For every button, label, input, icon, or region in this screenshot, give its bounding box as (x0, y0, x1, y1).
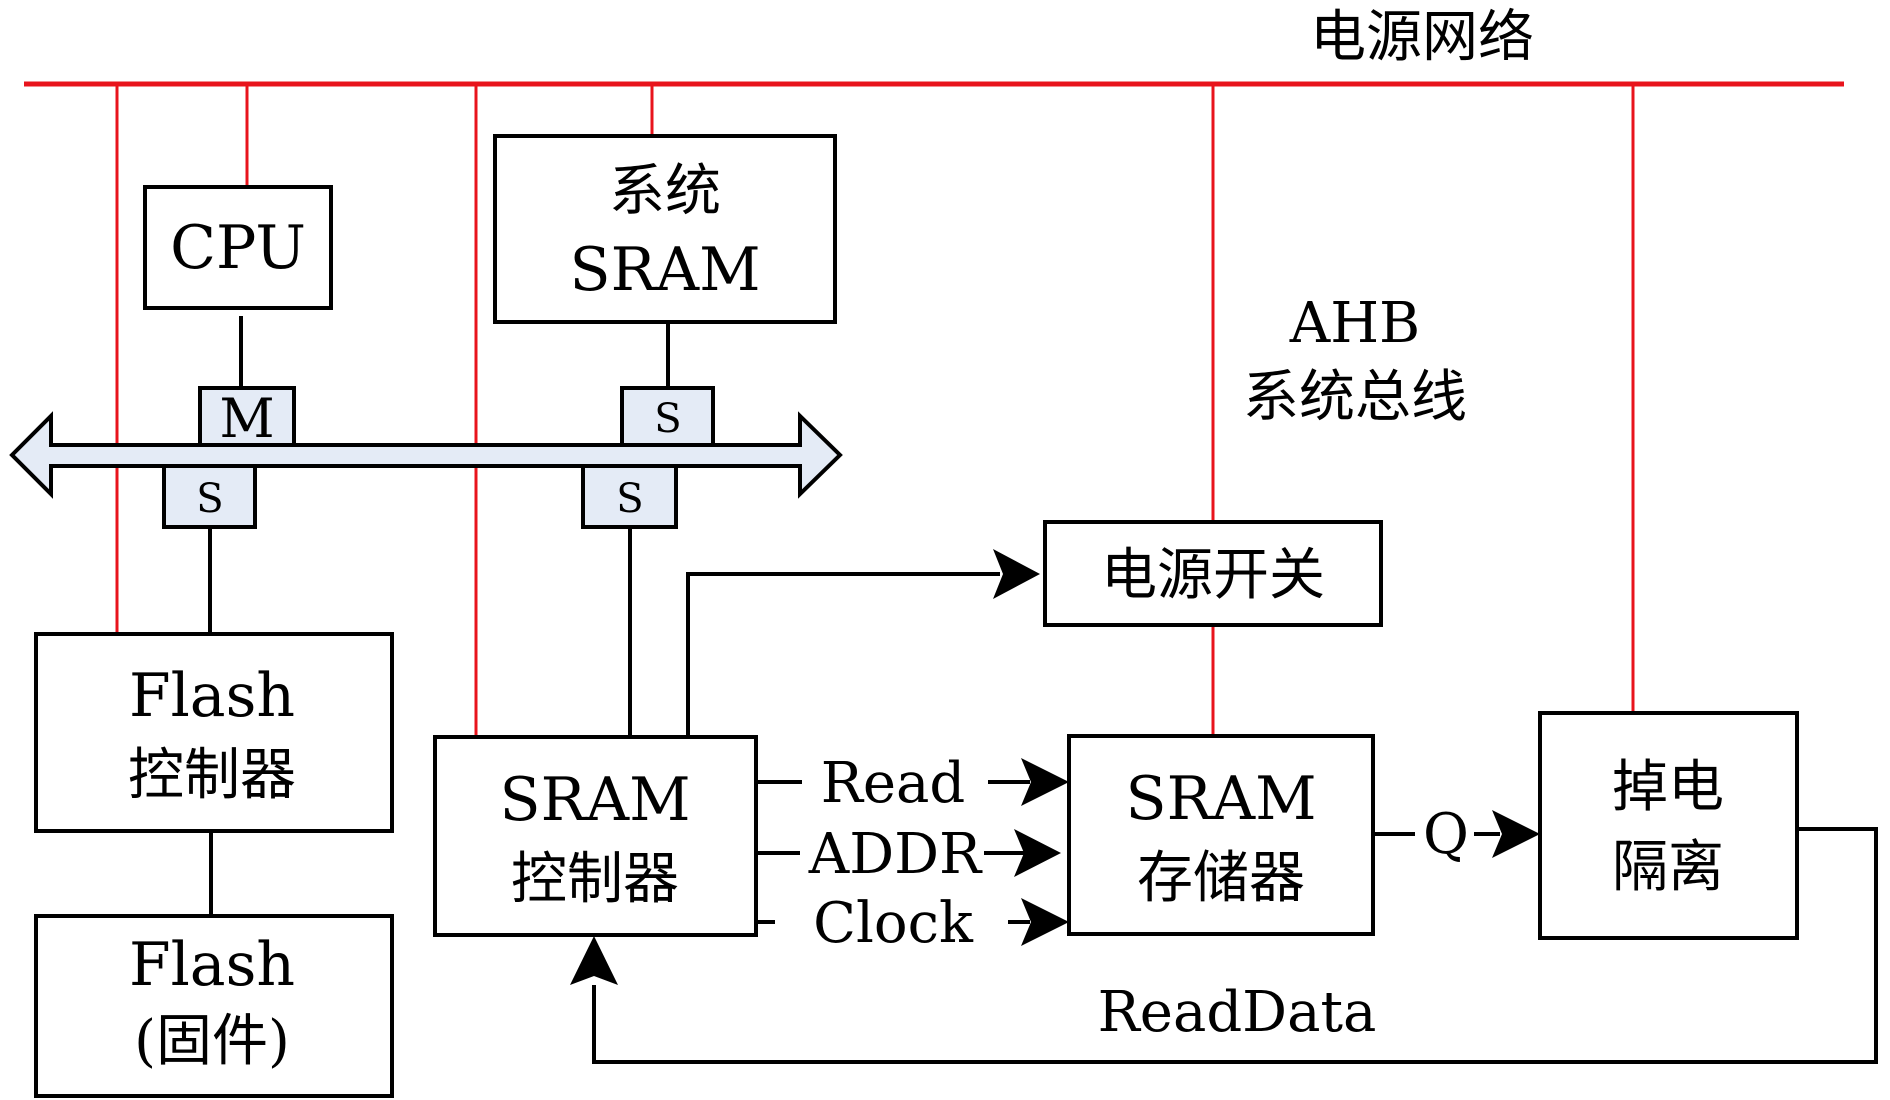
ahb-bus: AHB 系统总线 (9, 291, 1467, 499)
arrowhead-readdata (570, 936, 618, 985)
flash-firmware-label-line1: Flash (129, 930, 295, 1000)
bus-ports: M S S S (162, 386, 715, 529)
sram-memory-label-line1: SRAM (1125, 764, 1316, 834)
block-system-sram: 系统 SRAM (493, 134, 837, 324)
cpu-label: CPU (170, 213, 306, 283)
system-sram-label-line2: SRAM (569, 235, 760, 305)
flash-controller-label-line2: 控制器 (128, 743, 296, 808)
signal-readdata-label: ReadData (1098, 980, 1377, 1045)
block-flash-controller: Flash 控制器 (34, 632, 394, 833)
signal-addr: ADDR (758, 822, 1061, 887)
power-network-label: 电源网络 (1310, 5, 1534, 70)
block-power-down-isolation: 掉电 隔离 (1538, 711, 1799, 940)
sram-controller-label-line1: SRAM (499, 765, 690, 835)
arrowhead-read (1021, 758, 1069, 806)
power-network: 电源网络 (24, 5, 1844, 737)
isolation-label-line1: 掉电 (1612, 755, 1724, 820)
sram-controller-box (433, 735, 758, 937)
flash-firmware-label-line2: (固件) (134, 1009, 290, 1074)
signal-clock: Clock (758, 891, 1069, 956)
sram-controller-slave-port-label: S (616, 476, 643, 522)
arrowhead-clock (1021, 898, 1069, 946)
signal-q: Q (1373, 802, 1540, 867)
flash-controller-label-line1: Flash (129, 661, 295, 731)
sys-sram-slave-port (620, 386, 715, 447)
sram-controller-slave-port (581, 464, 678, 529)
flash-slave-port (162, 464, 257, 529)
sram-memory-label-line2: 存储器 (1137, 846, 1305, 911)
cpu-box (143, 185, 333, 310)
signal-read-label: Read (821, 751, 966, 816)
system-sram-label-line1: 系统 (609, 159, 721, 224)
block-flash-firmware: Flash (固件) (34, 914, 394, 1098)
flash-controller-box (34, 632, 394, 833)
isolation-box (1538, 711, 1799, 940)
bus-label-system-bus: 系统总线 (1243, 365, 1467, 430)
arrowhead-addr (1014, 829, 1061, 877)
arrowhead-q (1492, 810, 1540, 858)
block-cpu: CPU (143, 185, 333, 310)
cpu-master-port-label: M (219, 387, 274, 450)
block-power-switch: 电源开关 (1043, 520, 1383, 627)
sys-sram-slave-port-label: S (654, 396, 681, 442)
signal-q-label: Q (1423, 802, 1469, 867)
flash-slave-port-label: S (196, 476, 223, 522)
signal-addr-label: ADDR (808, 822, 983, 887)
sram-memory-box (1067, 734, 1375, 936)
block-sram-memory: SRAM 存储器 (1067, 734, 1375, 936)
signal-clock-label: Clock (813, 891, 974, 956)
power-switch-label: 电源开关 (1101, 543, 1325, 608)
system-sram-box (493, 134, 837, 324)
cpu-master-port (198, 386, 296, 447)
bus-double-arrow (9, 411, 843, 499)
sram-controller-label-line2: 控制器 (511, 847, 679, 912)
wire-sram-controller-to-power-switch (686, 572, 1000, 737)
connection-wires (208, 316, 1040, 916)
wire-readdata-feedback (592, 827, 1878, 1064)
arrowhead-power-switch (993, 549, 1040, 599)
signal-read: Read (758, 751, 1069, 816)
signal-readdata: ReadData (570, 827, 1878, 1064)
flash-firmware-box (34, 914, 394, 1098)
power-switch-box (1043, 520, 1383, 627)
bus-label-ahb: AHB (1289, 291, 1420, 356)
isolation-label-line2: 隔离 (1612, 835, 1724, 900)
block-sram-controller: SRAM 控制器 (433, 735, 758, 937)
